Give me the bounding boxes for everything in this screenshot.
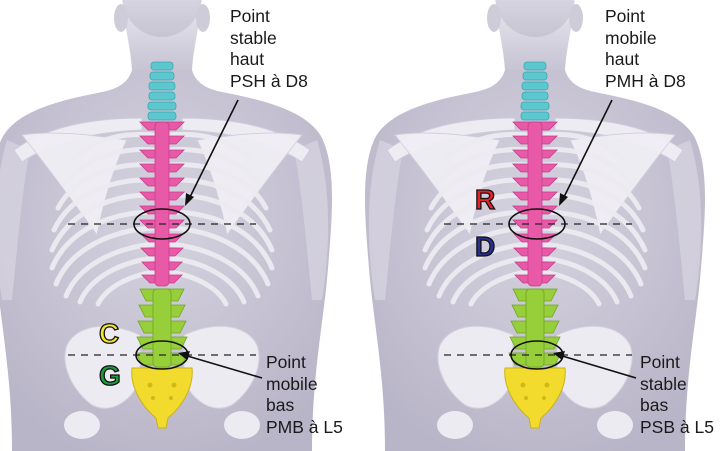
caption-line: Point xyxy=(605,6,686,28)
right-upper-caption: Point mobile haut PMH à D8 xyxy=(605,6,686,92)
caption-line: Point xyxy=(266,352,343,374)
caption-line: PSH à D8 xyxy=(230,71,308,93)
caption-line: mobile xyxy=(266,374,343,396)
badge-d: D xyxy=(475,233,495,261)
left-lower-caption: Point mobile bas PMB à L5 xyxy=(266,352,343,438)
caption-line: Point xyxy=(230,6,308,28)
caption-line: stable xyxy=(640,374,714,396)
badge-c: C xyxy=(99,320,119,348)
badge-r: R xyxy=(475,186,495,214)
caption-line: stable xyxy=(230,28,308,50)
caption-line: PSB à L5 xyxy=(640,417,714,439)
caption-line: haut xyxy=(605,49,686,71)
caption-line: bas xyxy=(640,395,714,417)
caption-line: mobile xyxy=(605,28,686,50)
caption-line: Point xyxy=(640,352,714,374)
caption-line: bas xyxy=(266,395,343,417)
caption-line: haut xyxy=(230,49,308,71)
badge-g: G xyxy=(99,362,121,390)
caption-line: PMB à L5 xyxy=(266,417,343,439)
right-lower-caption: Point stable bas PSB à L5 xyxy=(640,352,714,438)
caption-line: PMH à D8 xyxy=(605,71,686,93)
left-upper-caption: Point stable haut PSH à D8 xyxy=(230,6,308,92)
